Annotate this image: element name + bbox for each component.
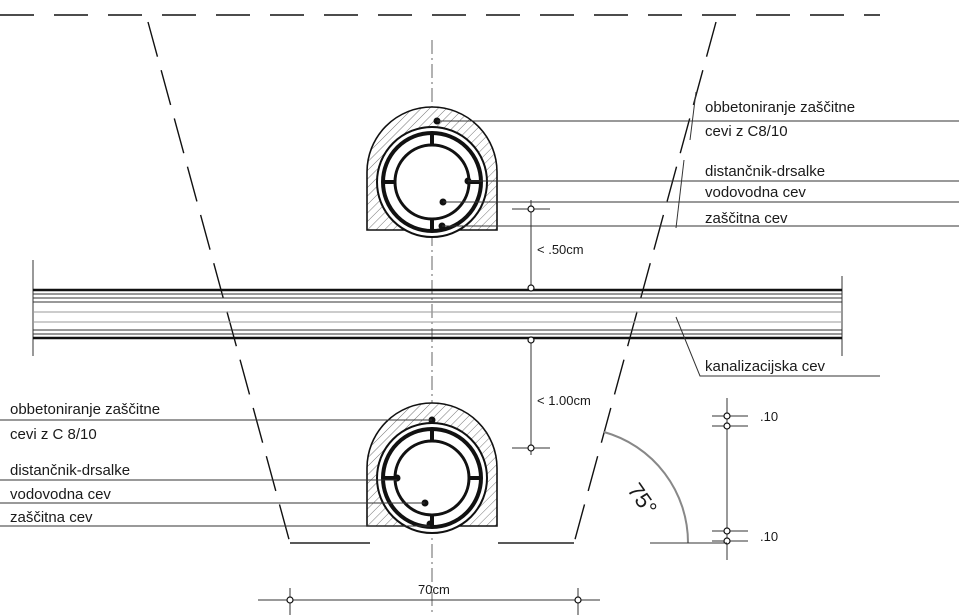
- dim-gap-bottom: < 1.00cm: [537, 393, 591, 408]
- dim-offset-bottom: .10: [760, 529, 778, 544]
- dim-offset-top: .10: [760, 409, 778, 424]
- dim-angle: 75°: [622, 478, 662, 520]
- label-bottom-encasement-1: obbetoniranje zaščitne: [10, 401, 160, 418]
- label-bottom-encasement-2: cevi z C 8/10: [10, 426, 97, 443]
- sewer-leader: [675, 316, 880, 377]
- trench-wall-right: [573, 21, 717, 544]
- label-top-protective-pipe: zaščitna cev: [705, 210, 788, 227]
- gap-dimension-bottom: [512, 336, 550, 455]
- trench-wall-left: [147, 21, 291, 544]
- top-leaders: [437, 91, 959, 229]
- label-bottom-protective-pipe: zaščitna cev: [10, 509, 93, 526]
- label-bottom-water-pipe: vodovodna cev: [10, 486, 111, 503]
- bottom-leaders: [0, 419, 432, 527]
- angle-indicator: [603, 431, 727, 544]
- label-top-water-pipe: vodovodna cev: [705, 184, 806, 201]
- label-top-encasement-1: obbetoniranje zaščitne: [705, 99, 855, 116]
- label-top-spacer: distančnik-drsalke: [705, 163, 825, 180]
- dim-gap-top: < .50cm: [537, 242, 584, 257]
- sewer-pipe: [32, 260, 843, 356]
- top-encased-pipe: [365, 105, 499, 239]
- label-sewer-pipe: kanalizacijska cev: [705, 358, 826, 375]
- dim-width: 70cm: [418, 582, 450, 597]
- gap-dimension-top: [512, 200, 550, 292]
- label-bottom-spacer: distančnik-drsalke: [10, 462, 130, 479]
- width-dimension: [258, 588, 600, 615]
- label-top-encasement-2: cevi z C8/10: [705, 123, 788, 140]
- offset-dimension: [712, 398, 748, 560]
